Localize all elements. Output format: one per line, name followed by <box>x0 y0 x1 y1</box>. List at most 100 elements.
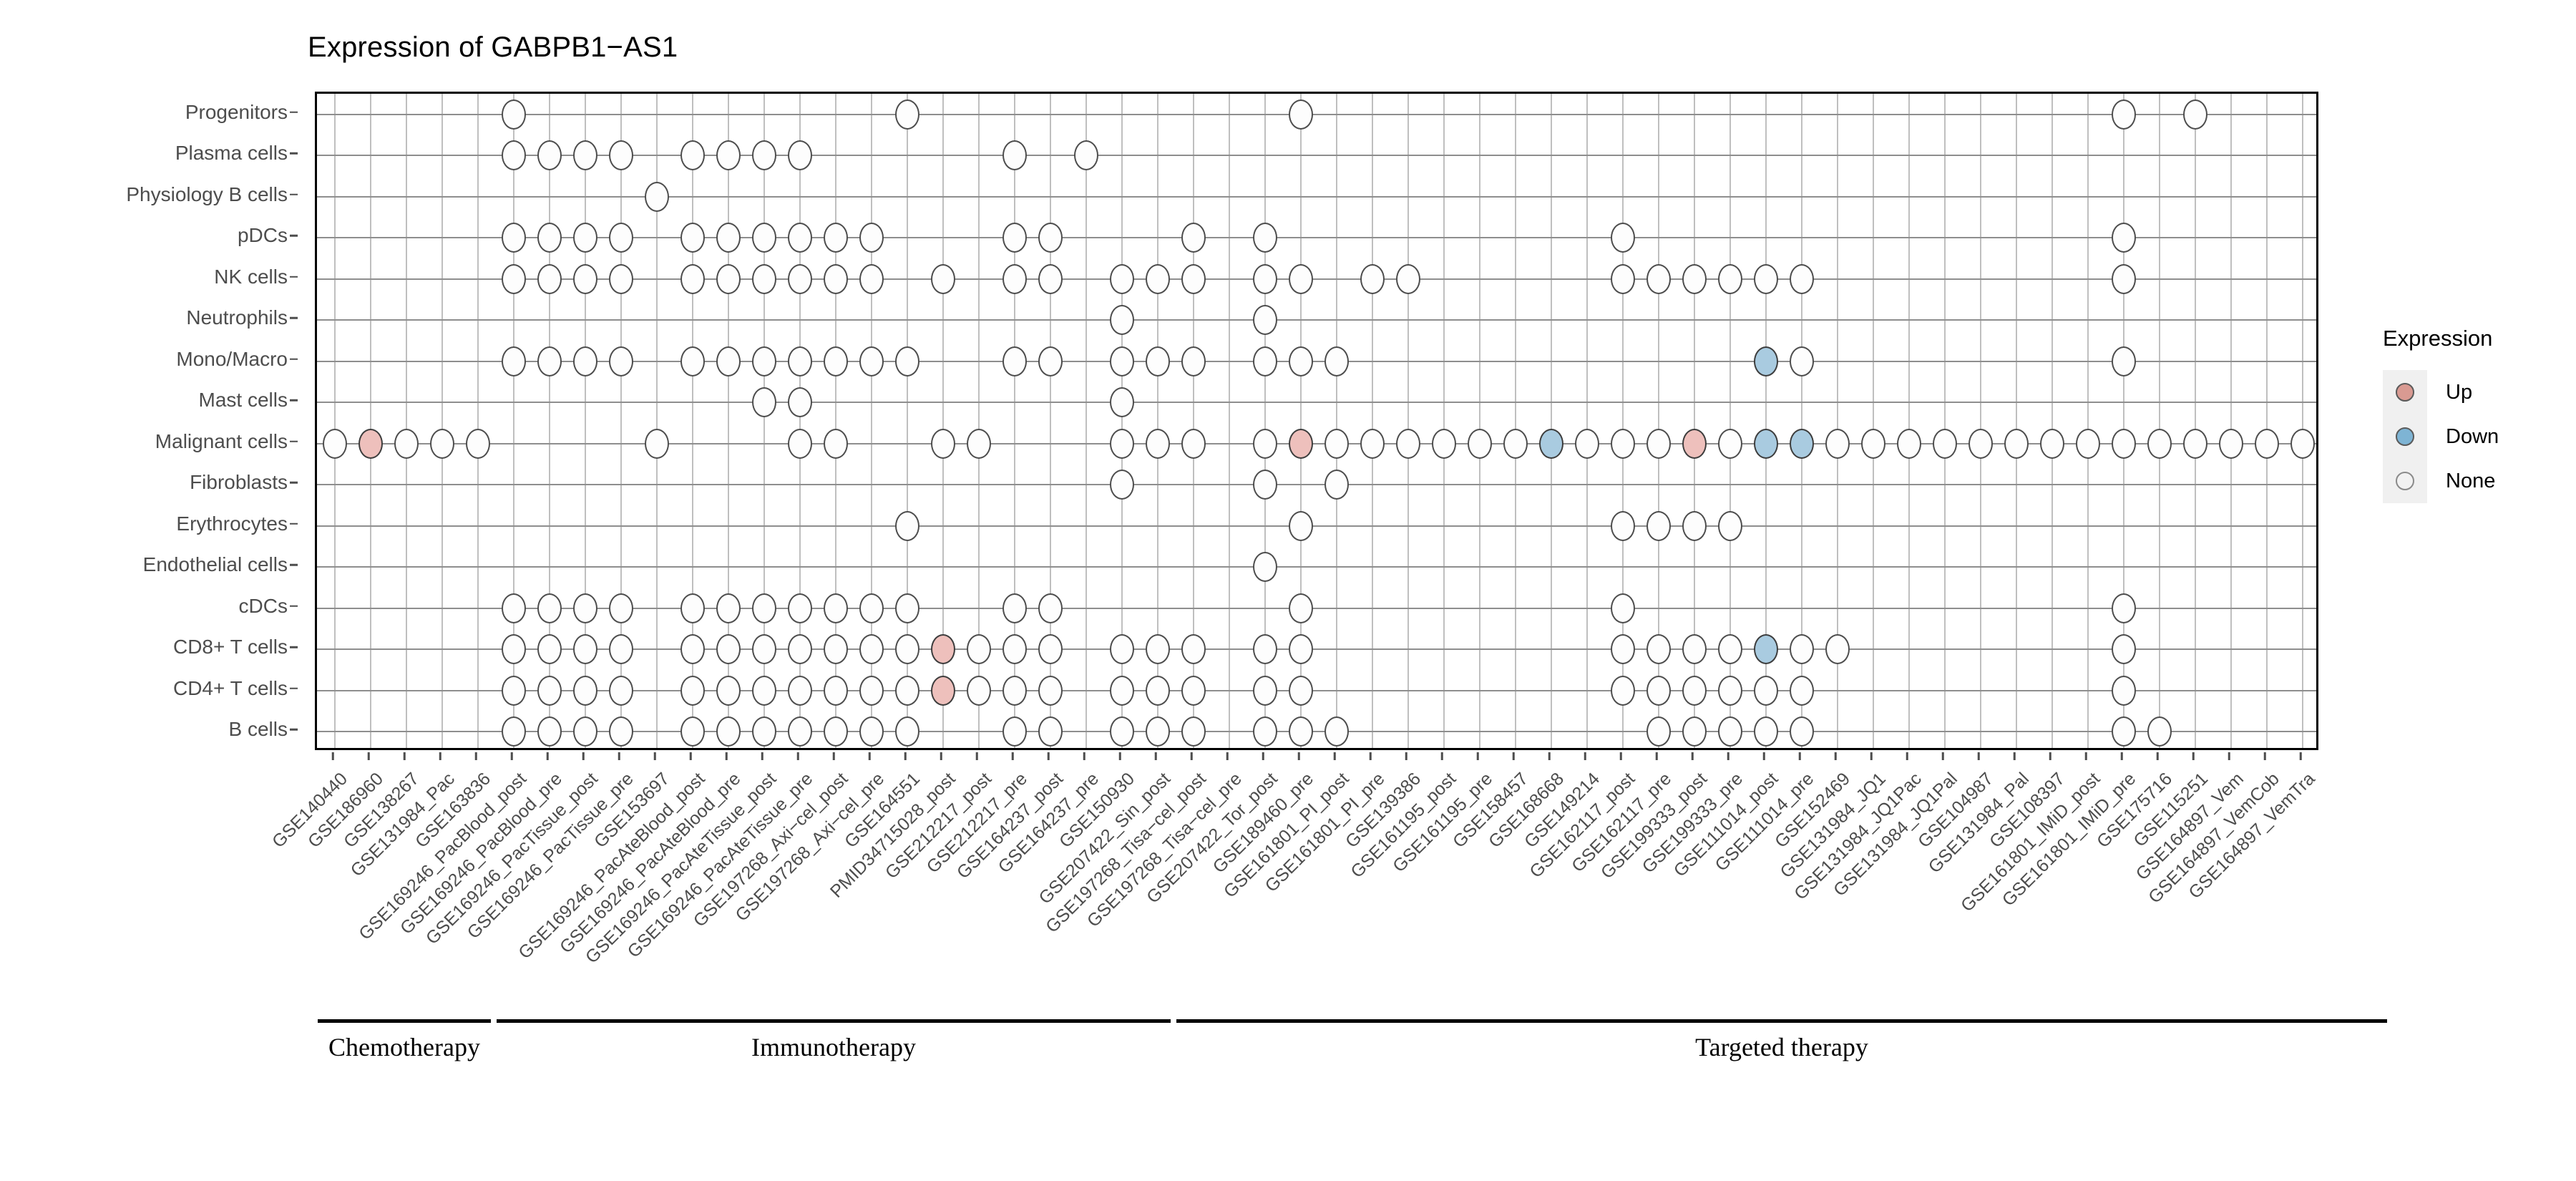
expression-dot[interactable] <box>1181 346 1206 376</box>
expression-dot[interactable] <box>537 140 562 171</box>
expression-dot[interactable] <box>931 634 955 665</box>
expression-dot[interactable] <box>1110 470 1134 500</box>
expression-dot[interactable] <box>573 634 597 665</box>
expression-dot[interactable] <box>1146 428 1170 459</box>
expression-dot[interactable] <box>2076 428 2100 459</box>
expression-dot[interactable] <box>716 593 741 623</box>
expression-dot[interactable] <box>1682 263 1707 294</box>
expression-dot[interactable] <box>1038 346 1063 376</box>
expression-dot[interactable] <box>1646 263 1671 294</box>
expression-dot[interactable] <box>824 593 848 623</box>
expression-dot[interactable] <box>1002 716 1027 747</box>
expression-dot[interactable] <box>824 675 848 706</box>
expression-dot[interactable] <box>1324 346 1349 376</box>
expression-dot[interactable] <box>573 223 597 253</box>
expression-dot[interactable] <box>358 428 383 459</box>
expression-dot[interactable] <box>1181 675 1206 706</box>
expression-dot[interactable] <box>788 346 812 376</box>
expression-dot[interactable] <box>859 263 884 294</box>
expression-dot[interactable] <box>609 263 633 294</box>
expression-dot[interactable] <box>1503 428 1528 459</box>
expression-dot[interactable] <box>680 140 705 171</box>
expression-dot[interactable] <box>1825 428 1850 459</box>
expression-dot[interactable] <box>573 716 597 747</box>
expression-dot[interactable] <box>895 99 919 130</box>
expression-dot[interactable] <box>1646 675 1671 706</box>
expression-dot[interactable] <box>573 346 597 376</box>
expression-dot[interactable] <box>1289 428 1313 459</box>
expression-dot[interactable] <box>1289 716 1313 747</box>
expression-dot[interactable] <box>1968 428 1993 459</box>
expression-dot[interactable] <box>1754 428 1778 459</box>
expression-dot[interactable] <box>716 263 741 294</box>
expression-dot[interactable] <box>2112 716 2136 747</box>
expression-dot[interactable] <box>1289 99 1313 130</box>
expression-dot[interactable] <box>752 223 776 253</box>
expression-dot[interactable] <box>1682 634 1707 665</box>
expression-dot[interactable] <box>1611 428 1635 459</box>
expression-dot[interactable] <box>1718 263 1742 294</box>
expression-dot[interactable] <box>680 716 705 747</box>
expression-dot[interactable] <box>1396 428 1420 459</box>
expression-dot[interactable] <box>1002 346 1027 376</box>
expression-dot[interactable] <box>2112 675 2136 706</box>
expression-dot[interactable] <box>931 428 955 459</box>
expression-dot[interactable] <box>1611 675 1635 706</box>
expression-dot[interactable] <box>573 675 597 706</box>
expression-dot[interactable] <box>502 140 526 171</box>
expression-dot[interactable] <box>1038 263 1063 294</box>
expression-dot[interactable] <box>2112 99 2136 130</box>
expression-dot[interactable] <box>716 634 741 665</box>
expression-dot[interactable] <box>931 675 955 706</box>
expression-dot[interactable] <box>537 675 562 706</box>
expression-dot[interactable] <box>502 263 526 294</box>
expression-dot[interactable] <box>752 634 776 665</box>
expression-dot[interactable] <box>1038 593 1063 623</box>
expression-dot[interactable] <box>573 593 597 623</box>
expression-dot[interactable] <box>788 223 812 253</box>
expression-dot[interactable] <box>1002 140 1027 171</box>
expression-dot[interactable] <box>752 387 776 418</box>
expression-dot[interactable] <box>788 387 812 418</box>
legend-item[interactable]: Up <box>2383 370 2569 414</box>
expression-dot[interactable] <box>1324 428 1349 459</box>
expression-dot[interactable] <box>645 428 669 459</box>
expression-dot[interactable] <box>502 716 526 747</box>
expression-dot[interactable] <box>1289 510 1313 541</box>
expression-dot[interactable] <box>1110 305 1134 336</box>
expression-dot[interactable] <box>788 593 812 623</box>
expression-dot[interactable] <box>1611 263 1635 294</box>
expression-dot[interactable] <box>1825 634 1850 665</box>
expression-dot[interactable] <box>1790 263 1814 294</box>
expression-dot[interactable] <box>1038 675 1063 706</box>
expression-dot[interactable] <box>537 223 562 253</box>
expression-dot[interactable] <box>1360 428 1385 459</box>
expression-dot[interactable] <box>1754 716 1778 747</box>
expression-dot[interactable] <box>967 675 991 706</box>
expression-dot[interactable] <box>1396 263 1420 294</box>
expression-dot[interactable] <box>502 346 526 376</box>
expression-dot[interactable] <box>716 223 741 253</box>
expression-dot[interactable] <box>1110 716 1134 747</box>
expression-dot[interactable] <box>537 346 562 376</box>
expression-dot[interactable] <box>2112 346 2136 376</box>
expression-dot[interactable] <box>2040 428 2064 459</box>
expression-dot[interactable] <box>1038 223 1063 253</box>
expression-dot[interactable] <box>895 593 919 623</box>
expression-dot[interactable] <box>1718 675 1742 706</box>
expression-dot[interactable] <box>502 99 526 130</box>
expression-dot[interactable] <box>1360 263 1385 294</box>
expression-dot[interactable] <box>394 428 419 459</box>
expression-dot[interactable] <box>1646 428 1671 459</box>
expression-dot[interactable] <box>609 593 633 623</box>
expression-dot[interactable] <box>1682 716 1707 747</box>
expression-dot[interactable] <box>752 346 776 376</box>
expression-dot[interactable] <box>2255 428 2279 459</box>
expression-dot[interactable] <box>1682 510 1707 541</box>
expression-dot[interactable] <box>1253 634 1277 665</box>
expression-dot[interactable] <box>1790 346 1814 376</box>
expression-dot[interactable] <box>788 716 812 747</box>
expression-dot[interactable] <box>680 675 705 706</box>
expression-dot[interactable] <box>1181 634 1206 665</box>
expression-dot[interactable] <box>1861 428 1885 459</box>
